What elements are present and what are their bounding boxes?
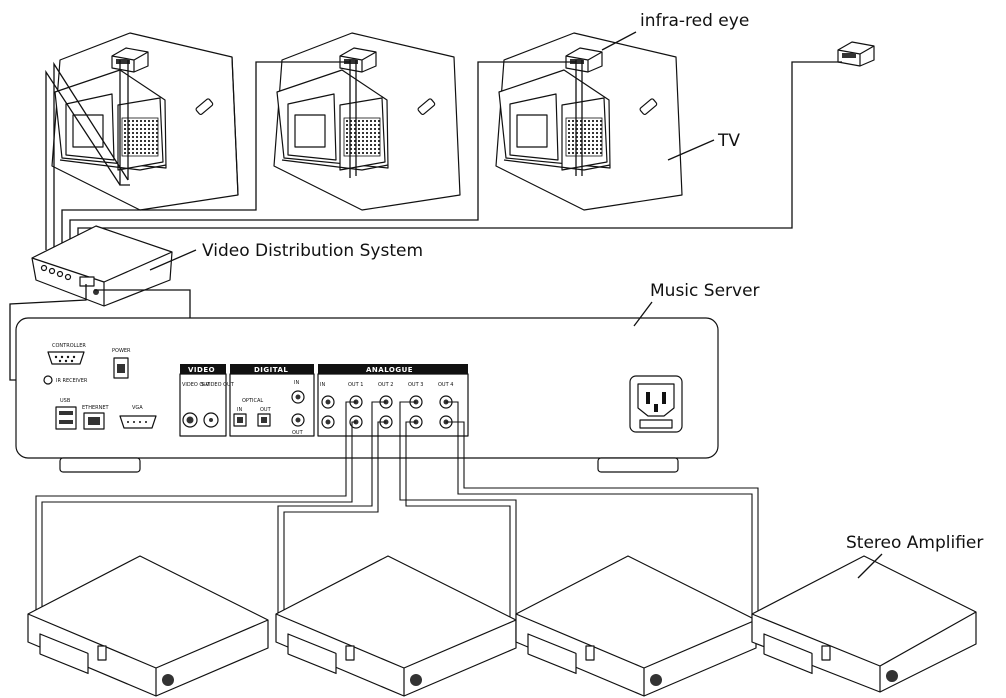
amplifier-2 <box>275 555 517 697</box>
vga-label: VGA <box>132 405 143 411</box>
tv-2 <box>273 32 461 211</box>
ir-eye-3 <box>565 47 603 73</box>
optical-in-label: IN <box>237 407 242 413</box>
ir-eye-1 <box>111 47 149 73</box>
vga-port[interactable] <box>119 415 157 429</box>
vds-label: Video Distribution System <box>202 241 423 261</box>
controller-port[interactable] <box>47 351 85 365</box>
ir-eye-4 <box>837 41 875 67</box>
amplifier-3 <box>515 555 757 697</box>
out1-label: OUT 1 <box>348 382 363 388</box>
digital-section-label: DIGITAL <box>254 366 288 374</box>
power-inlet[interactable] <box>629 375 683 433</box>
music-server-label: Music Server <box>650 281 760 301</box>
amplifier-4 <box>751 555 977 693</box>
tv-3 <box>495 32 683 211</box>
controller-label: CONTROLLER <box>52 343 86 349</box>
tv-1 <box>51 32 239 211</box>
audio-cables <box>35 401 759 644</box>
optical-label: OPTICAL <box>242 398 263 404</box>
ethernet-label: ETHERNET <box>82 405 110 411</box>
out2-label: OUT 2 <box>378 382 393 388</box>
ir-receiver-jack[interactable] <box>43 375 53 385</box>
video-out-label: VIDEO OUT <box>182 382 211 388</box>
optical-out-label: OUT <box>260 407 272 413</box>
analogue-section-label: ANALOGUE <box>366 366 413 374</box>
digital-in-label: IN <box>294 380 299 386</box>
amplifier-label: Stereo Amplifier <box>846 533 983 553</box>
ir-eye-2 <box>339 47 377 73</box>
power-label: POWER <box>112 348 131 354</box>
analogue-in-jacks[interactable] <box>321 395 335 429</box>
video-section-label: VIDEO <box>188 366 215 374</box>
digital-out-label: OUT <box>292 430 304 436</box>
callouts: infra-red eye TV Video Distribution Syst… <box>149 11 983 579</box>
analogue-in-label: IN <box>320 382 325 388</box>
usb-label: USB <box>60 398 71 404</box>
usb-ports[interactable] <box>55 406 77 430</box>
video-distribution-box <box>31 225 173 307</box>
music-server: CONTROLLER POWER IR RECEIVER USB ETHERNE… <box>15 317 719 473</box>
out3-label: OUT 3 <box>408 382 423 388</box>
tv-label: TV <box>717 131 740 151</box>
amplifier-1 <box>27 555 269 697</box>
ir-receiver-label: IR RECEIVER <box>56 378 88 384</box>
s-video-out-label: S-VIDEO OUT <box>201 382 235 388</box>
out4-label: OUT 4 <box>438 382 453 388</box>
ir-eye-label: infra-red eye <box>640 11 749 31</box>
